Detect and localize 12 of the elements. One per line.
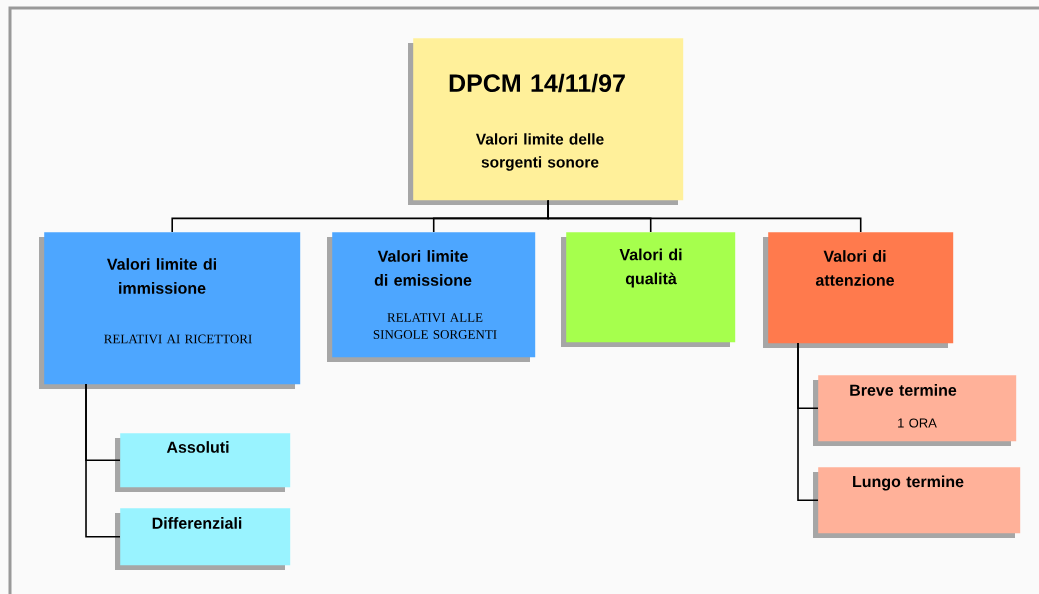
subcategory-box: Lungo termine bbox=[813, 467, 1021, 538]
category-box: Valori di attenzione bbox=[763, 232, 954, 348]
category-box: Valori limite di immissione RELATIVI AI RICETTORI bbox=[39, 232, 301, 389]
subcategory-box: Differenziali bbox=[115, 508, 291, 570]
connector-line bbox=[85, 383, 121, 538]
subcategory-box: Breve termine 1 ORA bbox=[813, 375, 1017, 446]
connector-line bbox=[547, 199, 862, 233]
title-box: DPCM 14/11/97 Valori limite delle sorgenti sonore bbox=[408, 38, 684, 205]
category-box: Valori di qualità bbox=[561, 232, 736, 347]
connector-line bbox=[797, 342, 819, 501]
category-box: Valori limite di emissione RELATIVI ALLE SINGOLE SORGENTI bbox=[327, 232, 536, 362]
subcategory-box: Assoluti bbox=[115, 433, 291, 492]
